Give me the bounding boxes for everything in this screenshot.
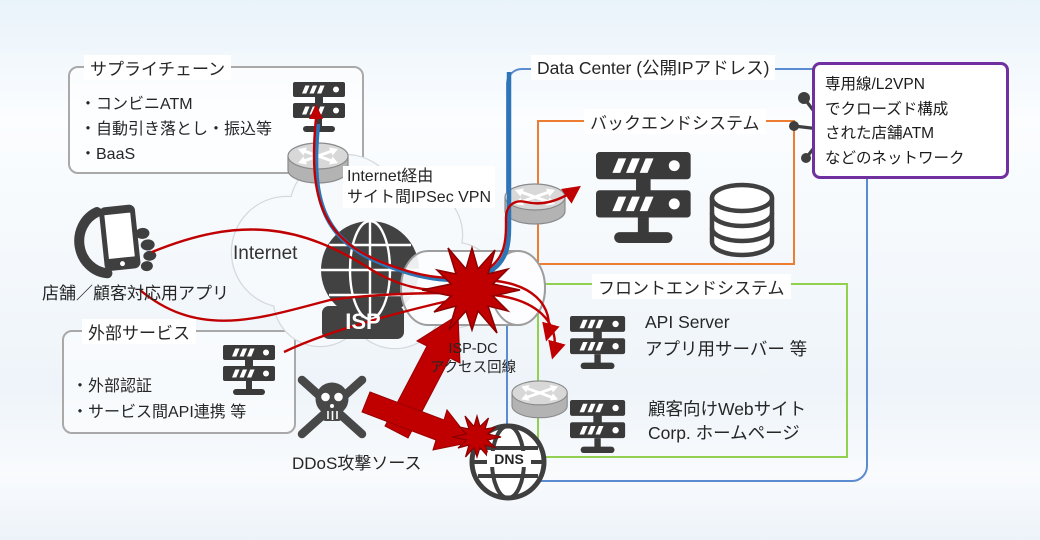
- dns-label: DNS: [487, 451, 531, 467]
- vpn-label-line1: Internet経由: [347, 168, 434, 185]
- database-icon: [709, 182, 775, 258]
- supply-chain-title: サプライチェーン: [84, 55, 232, 80]
- mobile-app-icon: [74, 204, 157, 279]
- external-service-title: 外部サービス: [82, 319, 196, 344]
- frontend-router-icon: [510, 379, 569, 420]
- ddos-label: DDoS攻撃ソース: [292, 454, 422, 473]
- ddos-attack-arrow-dns: [361, 391, 473, 451]
- external-service-item: ・外部認証: [72, 378, 153, 395]
- closed-network-note-line: などのネットワーク: [825, 149, 965, 167]
- api-server-label-line2: アプリ用サーバー 等: [645, 339, 808, 359]
- web-server-icon: [570, 400, 625, 453]
- backend-server-icon: [596, 152, 691, 243]
- web-server-label-line2: Corp. ホームページ: [648, 423, 800, 443]
- attack-burst-icon: [421, 245, 521, 334]
- frontend-title: フロントエンドシステム: [592, 274, 791, 299]
- closed-network-note-line: された店舗ATM: [825, 125, 935, 142]
- isp-label: ISP: [345, 309, 381, 334]
- access-line-label-line1: ISP-DC: [448, 341, 498, 357]
- access-line-label-line2: アクセス回線: [429, 360, 517, 376]
- api-server-icon: [570, 316, 625, 369]
- closed-network-note-box: 専用線/L2VPN でクローズド構成 された店舗ATM などのネットワーク: [812, 62, 1009, 179]
- vpn-traffic-arrowhead: [309, 104, 323, 119]
- supply-chain-item: ・コンビニATM: [80, 96, 193, 113]
- ddos-skull-icon: [297, 375, 367, 439]
- datacenter-label: Data Center (公開IPアドレス): [531, 55, 776, 80]
- backend-title: バックエンドシステム: [584, 109, 766, 134]
- web-server-label-line1: 顧客向けWebサイト: [648, 399, 807, 419]
- closed-network-note-line: でクローズド構成: [825, 100, 949, 118]
- api-server-label-line1: API Server: [645, 312, 730, 332]
- app-label: 店舗／顧客対応用アプリ: [42, 284, 229, 303]
- closed-network-note-line: 専用線/L2VPN: [825, 76, 925, 93]
- external-service-item: ・サービス間API連携 等: [72, 404, 247, 421]
- vpn-traffic-line: [312, 117, 581, 280]
- external-service-server-icon: [223, 345, 275, 395]
- supply-chain-item: ・自動引き落とし・振込等: [80, 121, 273, 138]
- internet-label: Internet: [233, 243, 298, 264]
- vpn-label-line2: サイト間IPSec VPN: [347, 189, 492, 206]
- supply-chain-item: ・BaaS: [80, 146, 136, 163]
